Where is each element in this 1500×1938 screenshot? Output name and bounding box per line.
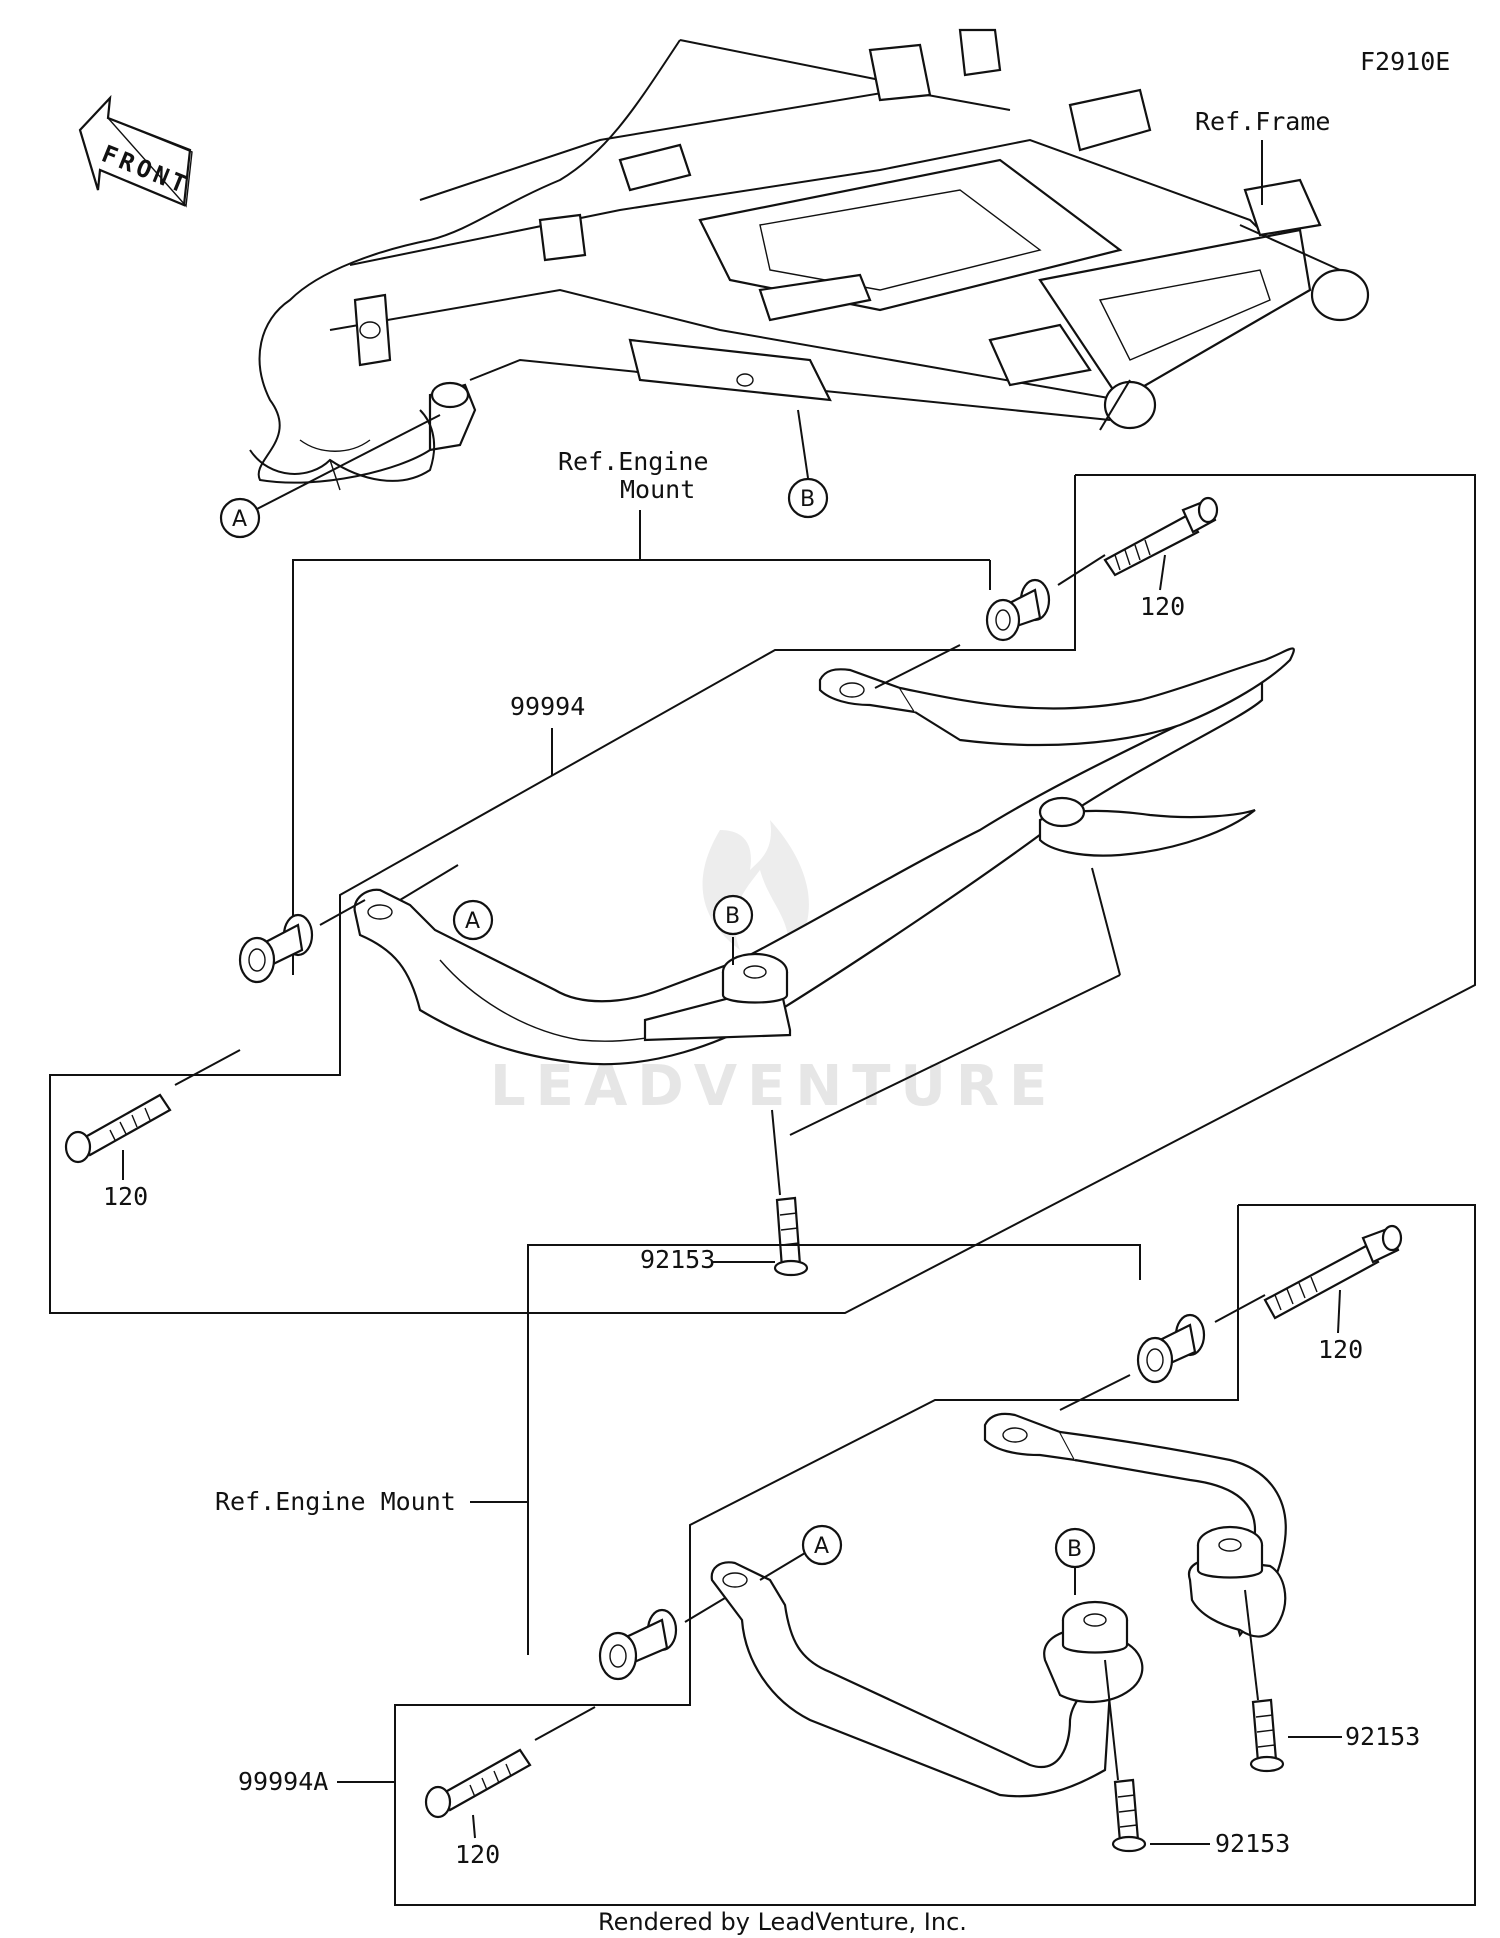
part-number-120-upper-left: 120 — [103, 1182, 148, 1211]
callout-b-frame: B — [787, 477, 829, 519]
screw-lower-middle — [1111, 1778, 1147, 1853]
guard-99994a — [710, 1412, 1287, 1798]
bolt-lower-left — [424, 1748, 532, 1819]
bolt-lower-right — [1263, 1224, 1403, 1320]
part-number-99994: 99994 — [510, 692, 585, 721]
frame-illustration — [249, 28, 1370, 491]
part-number-92153-upper: 92153 — [640, 1245, 715, 1274]
upper-assembly-box — [49, 474, 1476, 1314]
footer-credit: Rendered by LeadVenture, Inc. — [598, 1908, 967, 1936]
ref-engine-mount-upper-line2: Mount — [620, 475, 695, 504]
part-number-120-lower-left: 120 — [455, 1840, 500, 1869]
bolt-upper-right — [1103, 496, 1219, 577]
svg-text:A: A — [232, 507, 247, 532]
lower-assembly-box — [394, 1204, 1476, 1906]
svg-text:A: A — [465, 909, 480, 934]
part-number-120-upper-right: 120 — [1140, 592, 1185, 621]
bushing-lower-right — [1136, 1313, 1206, 1384]
ref-engine-mount-upper-line1: Ref.Engine — [558, 447, 709, 476]
figure-code: F2910E — [1360, 47, 1450, 76]
bushing-lower-left — [598, 1608, 678, 1681]
svg-text:B: B — [725, 904, 740, 929]
svg-text:B: B — [1067, 1537, 1082, 1562]
callout-a-lower: A — [801, 1524, 843, 1566]
callout-a-upper: A — [452, 899, 494, 941]
watermark-text: LEADVENTURE — [490, 1054, 1057, 1119]
bushing-upper-left — [238, 913, 314, 984]
ref-engine-mount-lower: Ref.Engine Mount — [215, 1487, 456, 1516]
part-number-92153-lower-right: 92153 — [1345, 1722, 1420, 1751]
callout-b-lower: B — [1054, 1527, 1096, 1569]
part-number-99994a: 99994A — [238, 1767, 328, 1796]
part-number-120-lower-right: 120 — [1318, 1335, 1363, 1364]
ref-frame-label: Ref.Frame — [1195, 107, 1330, 136]
screw-upper — [773, 1196, 809, 1277]
guard-99994 — [353, 647, 1295, 1066]
screw-lower-right — [1249, 1698, 1285, 1773]
svg-text:A: A — [814, 1534, 829, 1559]
front-arrow-icon: FRONT — [78, 94, 194, 208]
callout-a-frame: A — [219, 497, 261, 539]
callout-b-upper: B — [712, 894, 754, 936]
svg-text:B: B — [800, 487, 815, 512]
bushing-upper-right — [985, 578, 1051, 642]
part-number-92153-lower-middle: 92153 — [1215, 1829, 1290, 1858]
bolt-upper-left — [64, 1093, 172, 1164]
